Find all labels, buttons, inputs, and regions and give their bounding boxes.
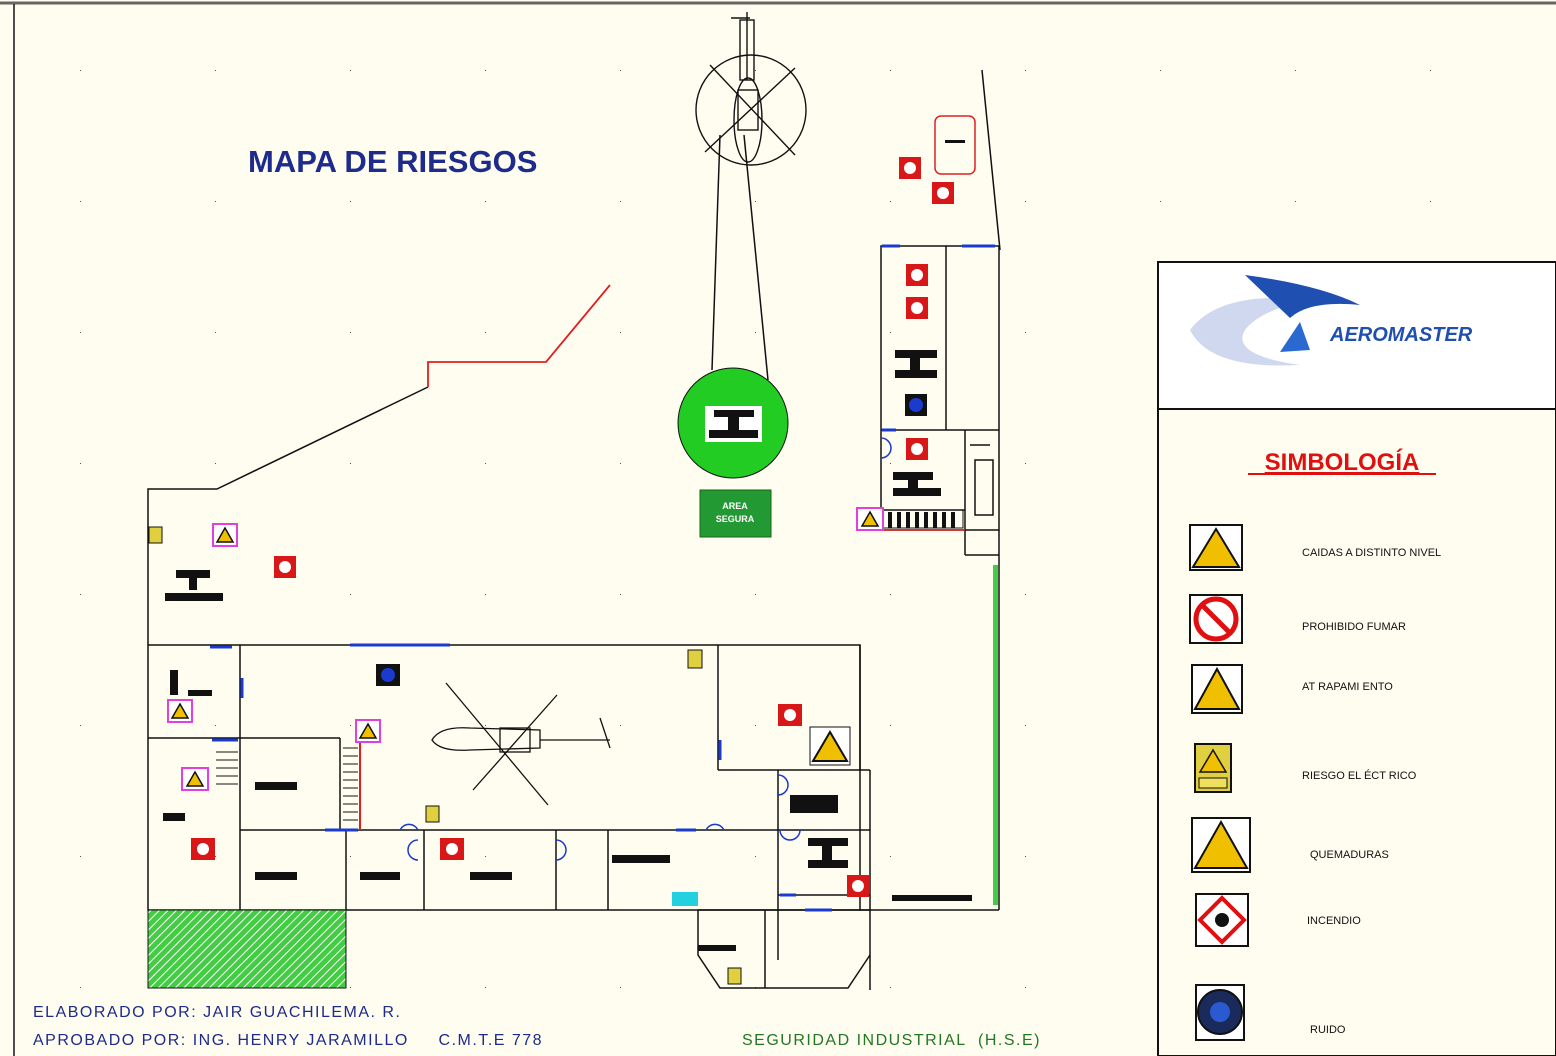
- legend-panel: AEROMASTER SIMBOLOGÍA CAIDAS A DISTINTO …: [1157, 261, 1556, 1056]
- main-building-doors: [210, 643, 832, 912]
- legend-label: PROHIBIDO FUMAR: [1302, 621, 1406, 633]
- prepared-by: ELABORADO POR: JAIR GUACHILEMA. R.: [33, 1004, 401, 1021]
- door-swing: [880, 437, 892, 459]
- legend-label: RUIDO: [1310, 1024, 1346, 1036]
- caidas-icon: [1191, 527, 1241, 568]
- legend-item: INCENDIO: [1195, 893, 1361, 947]
- right-building: [880, 245, 1000, 910]
- legend-label: AT RAPAMI ENTO: [1302, 681, 1393, 693]
- stairs: [216, 747, 358, 821]
- map-hazard-signs: [148, 157, 954, 985]
- safe-area-label-1: AREA: [722, 501, 748, 511]
- helicopter-parked-top: [695, 12, 807, 166]
- legend-title: SIMBOLOGÍA: [1265, 448, 1420, 476]
- perimeter-fence: [147, 69, 1001, 645]
- electric-sign-marker: [687, 649, 703, 669]
- helipad-h-marker: [705, 406, 762, 442]
- safe-area-sign: [699, 489, 772, 538]
- helicopter-in-hangar: [431, 682, 611, 806]
- fuel-tank: [934, 115, 976, 175]
- department-label: SEGURIDAD INDUSTRIAL (H.S.E): [742, 1032, 1041, 1049]
- legend-label: INCENDIO: [1307, 915, 1361, 927]
- green-hatched-area: [147, 909, 347, 989]
- electric-sign-marker: [425, 805, 440, 823]
- map-title: MAPA DE RIESGOS: [248, 144, 537, 179]
- legend-item: RIESGO EL ÉCT RICO: [1194, 743, 1417, 793]
- legend-item: AT RAPAMI ENTO: [1191, 664, 1393, 714]
- safe-area-label-2: SEGURA: [716, 514, 755, 524]
- legend-label: RIESGO EL ÉCT RICO: [1302, 769, 1417, 782]
- quemaduras-icon: [1193, 819, 1249, 869]
- green-edge-strip: [993, 565, 998, 905]
- atrapamiento-icon: [1193, 666, 1241, 710]
- door-swings: [399, 774, 801, 861]
- electric-sign-marker: [727, 967, 742, 985]
- legend-label: QUEMADURAS: [1310, 849, 1389, 861]
- approved-by: APROBADO POR: ING. HENRY JARAMILLO C.M.T…: [33, 1032, 543, 1049]
- furniture: [163, 350, 972, 951]
- logo-text: AEROMASTER: [1329, 324, 1473, 346]
- fuel-tank-mark: [945, 140, 965, 143]
- legend-item: CAIDAS A DISTINTO NIVEL: [1189, 524, 1441, 571]
- legend-item: RUIDO: [1195, 984, 1346, 1041]
- legend-item: PROHIBIDO FUMAR: [1189, 594, 1406, 644]
- red-boundary-line: [427, 284, 611, 387]
- right-building-doors: [882, 244, 995, 432]
- legend-label: CAIDAS A DISTINTO NIVEL: [1302, 547, 1441, 559]
- legend-item: QUEMADURAS: [1191, 817, 1389, 873]
- cyan-fixture: [672, 892, 698, 906]
- aeromaster-logo: AEROMASTER: [1190, 275, 1473, 366]
- electric-sign-marker: [148, 526, 163, 544]
- entrance-stripes: [882, 509, 964, 529]
